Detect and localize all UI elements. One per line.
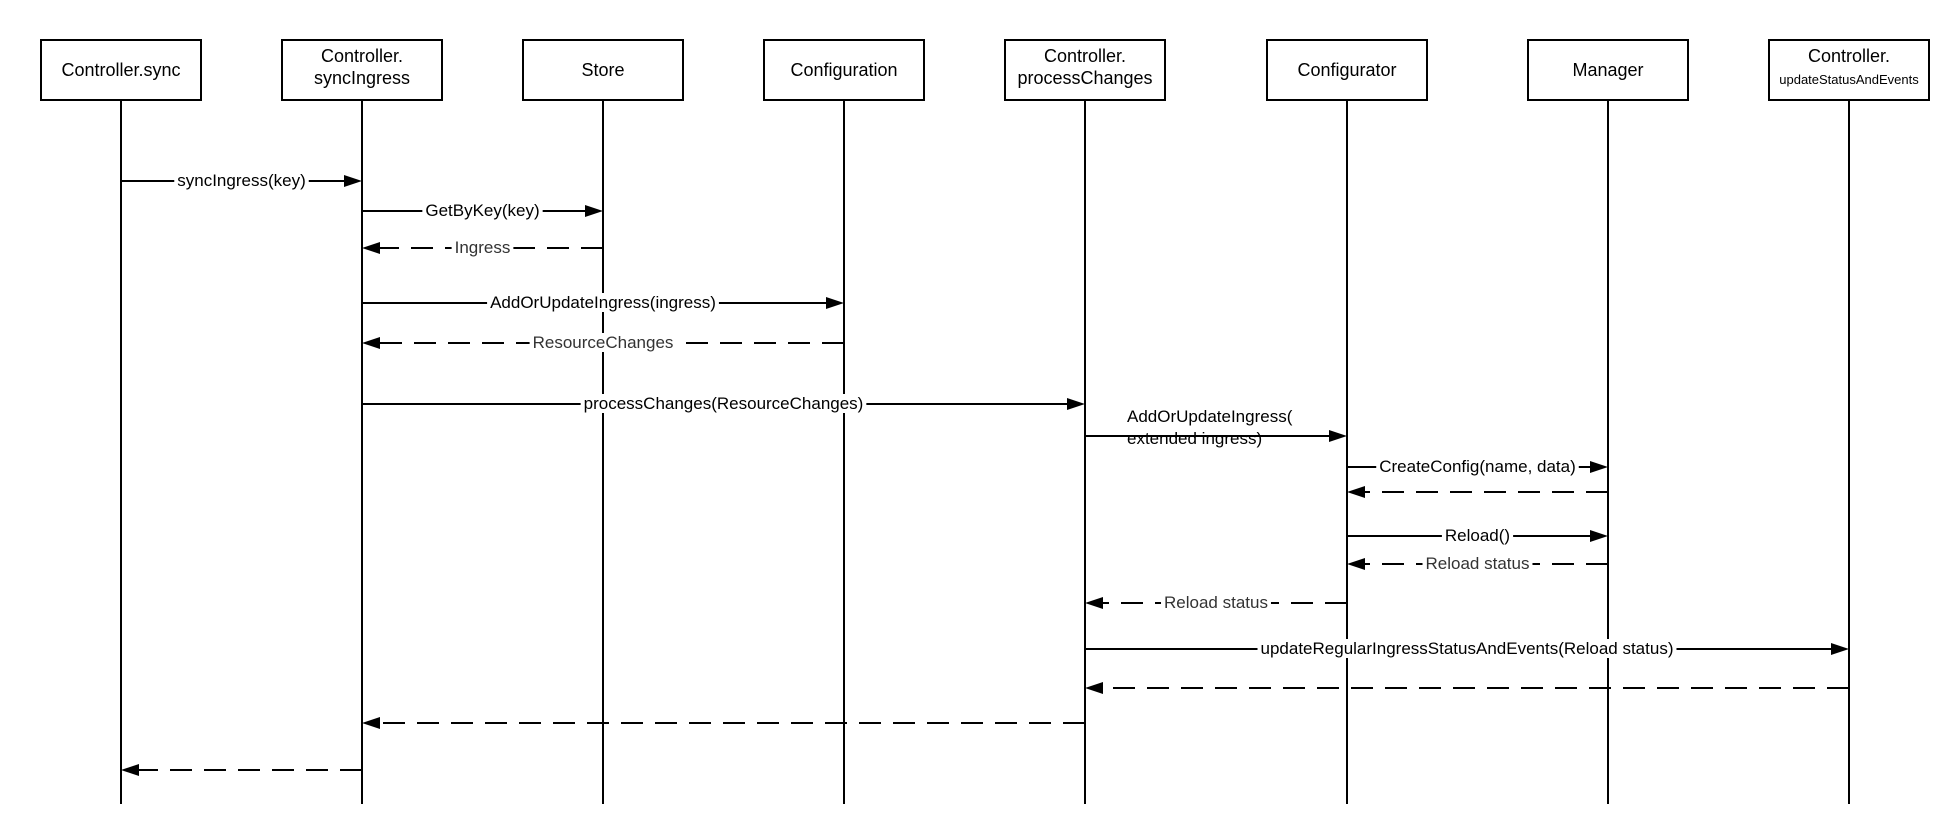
arrowhead-icon [121,764,139,776]
participant-configuration: Configuration [763,39,925,101]
message-update-status-return [1085,682,1849,694]
participant-store: Store [522,39,684,101]
arrowhead-icon [1067,398,1085,410]
participant-controller_updatestatus: Controller. updateStatusAndEvents [1768,39,1930,101]
message-create-config: CreateConfig(name, data) [1347,457,1608,476]
participant-configurator: Configurator [1266,39,1428,101]
participant-label: Controller.sync [61,60,180,80]
message-label: CreateConfig(name, data) [1379,457,1576,476]
label-background [529,333,677,352]
message-label: Reload status [1426,554,1530,573]
participant-label: processChanges [1017,68,1152,88]
participant-label: Configurator [1297,60,1396,80]
message-add-or-update-extended: AddOrUpdateIngress( extended ingress) [1085,407,1347,448]
message-reload: Reload() [1347,526,1608,545]
message-label: updateRegularIngressStatusAndEvents(Relo… [1261,639,1674,658]
message-label: AddOrUpdateIngress(ingress) [490,293,716,312]
participant-manager: Manager [1527,39,1689,101]
message-label: GetByKey(key) [425,201,539,220]
message-process-changes: processChanges(ResourceChanges) [362,394,1085,413]
label-background [451,238,514,257]
message-process-changes-return [362,717,1085,729]
arrowhead-icon [1590,461,1608,473]
arrowhead-icon [362,337,380,349]
participant-box [281,39,443,101]
message-label: AddOrUpdateIngress( [1127,407,1293,426]
message-get-by-key: GetByKey(key) [362,201,603,220]
label-background [174,171,309,190]
arrowhead-icon [1831,643,1849,655]
participant-box [40,39,202,101]
label-background [422,201,543,220]
participant-box [522,39,684,101]
message-resource-changes-return: ResourceChanges [362,333,844,352]
message-reload-status-return-manager: Reload status [1347,554,1608,573]
participant-controller_sync: Controller.sync [40,39,202,101]
message-sync-ingress: syncIngress(key) [121,171,362,190]
participant-label: syncIngress [314,68,410,88]
message-reload-status-return-configurator: Reload status [1085,593,1347,612]
arrowhead-icon [1085,597,1103,609]
participant-box [1768,39,1930,101]
message-label: Reload status [1164,593,1268,612]
arrowhead-icon [1329,430,1347,442]
label-background [1441,526,1514,545]
message-label: syncIngress(key) [177,171,305,190]
message-label: processChanges(ResourceChanges) [584,394,864,413]
participant-label: Configuration [790,60,897,80]
message-label: Reload() [1445,526,1510,545]
participant-box [763,39,925,101]
message-create-config-return [1347,486,1608,498]
arrowhead-icon [1590,530,1608,542]
arrowhead-icon [1347,486,1365,498]
participant-controller_syncingress: Controller.syncIngress [281,39,443,101]
label-background [1422,554,1533,573]
message-sync-ingress-return [121,764,362,776]
label-background [1257,639,1677,658]
label-background [1376,457,1579,476]
participant-label: Controller. [321,46,403,66]
message-label: extended ingress) [1127,429,1262,448]
arrowhead-icon [344,175,362,187]
message-ingress-return: Ingress [362,238,603,257]
participant-box [1266,39,1428,101]
label-background [580,394,867,413]
participant-label: Controller. [1808,46,1890,66]
participant-label: Controller. [1044,46,1126,66]
participant-label: updateStatusAndEvents [1779,72,1919,87]
arrowhead-icon [826,297,844,309]
arrowhead-icon [1085,682,1103,694]
participant-box [1527,39,1689,101]
message-label: Ingress [455,238,511,257]
participant-label: Store [581,60,624,80]
participant-controller_processchanges: Controller.processChanges [1004,39,1166,101]
message-add-or-update-ingress: AddOrUpdateIngress(ingress) [362,293,844,312]
participant-label: Manager [1572,60,1643,80]
arrowhead-icon [362,717,380,729]
message-update-regular-ingress-status: updateRegularIngressStatusAndEvents(Relo… [1085,639,1849,658]
label-background [1161,593,1271,612]
message-label: ResourceChanges [533,333,674,352]
label-background [487,293,719,312]
arrowhead-icon [1347,558,1365,570]
arrowhead-icon [362,242,380,254]
participant-box [1004,39,1166,101]
arrowhead-icon [585,205,603,217]
